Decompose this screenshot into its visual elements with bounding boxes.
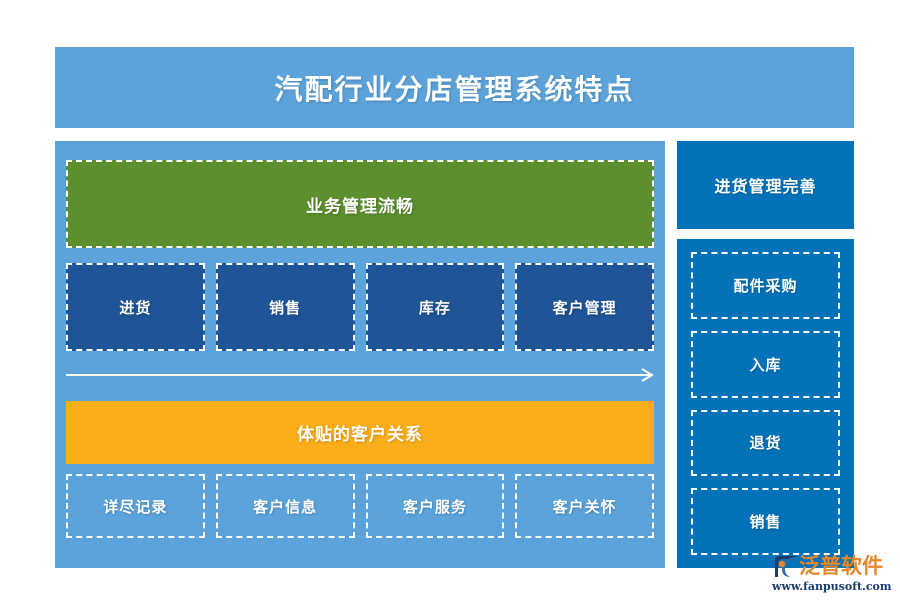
right-item-label: 销售	[749, 513, 782, 532]
process-cell-purchase[interactable]: 进货	[66, 263, 205, 351]
process-row: 进货 销售 库存 客户管理	[66, 263, 654, 351]
detail-cell-label: 客户关怀	[552, 497, 617, 516]
detail-cell-detailed-records[interactable]: 详尽记录	[66, 474, 205, 538]
process-cell-sales[interactable]: 销售	[215, 263, 355, 351]
header-banner: 汽配行业分店管理系统特点	[55, 47, 854, 128]
detail-cell-customer-info[interactable]: 客户信息	[215, 474, 355, 538]
right-item-label: 入库	[749, 355, 782, 374]
orange-band-label: 体贴的客户关系	[297, 425, 423, 445]
orange-band-customer-relations: 体贴的客户关系	[66, 401, 654, 464]
watermark-brand-name: 泛普软件	[799, 553, 883, 578]
right-panel-header-label: 进货管理完善	[714, 177, 817, 196]
detail-cell-label: 客户信息	[253, 497, 318, 516]
right-item-returns[interactable]: 退货	[691, 409, 840, 477]
watermark-url: www.fanpusoft.com	[772, 579, 892, 593]
right-item-warehousing[interactable]: 入库	[691, 330, 840, 398]
process-cell-label: 库存	[418, 298, 451, 317]
right-item-label: 退货	[749, 434, 782, 453]
green-band-label: 业务管理流畅	[306, 196, 414, 217]
detail-cell-label: 详尽记录	[103, 497, 168, 516]
detail-row: 详尽记录 客户信息 客户服务 客户关怀	[66, 474, 654, 538]
process-cell-label: 进货	[119, 298, 152, 317]
right-item-parts-procurement[interactable]: 配件采购	[691, 252, 840, 319]
watermark-top-row: 泛普软件	[772, 553, 894, 580]
detail-cell-customer-service[interactable]: 客户服务	[365, 474, 505, 538]
page-title: 汽配行业分店管理系统特点	[274, 72, 635, 106]
detail-cell-label: 客户服务	[402, 497, 467, 516]
right-panel: 配件采购 入库 退货 销售	[677, 239, 854, 568]
fanpu-logo-icon	[775, 555, 796, 577]
right-panel-header: 进货管理完善	[677, 141, 854, 229]
process-cell-label: 客户管理	[552, 298, 617, 317]
right-item-sales[interactable]: 销售	[691, 488, 840, 555]
green-band-business-management: 业务管理流畅	[66, 160, 654, 248]
watermark-logo: 泛普软件 www.fanpusoft.com	[772, 551, 894, 594]
flow-arrow-icon	[66, 368, 654, 382]
detail-cell-customer-care[interactable]: 客户关怀	[515, 474, 654, 538]
right-item-label: 配件采购	[733, 276, 798, 295]
main-panel: 业务管理流畅 进货 销售 库存 客户管理 体贴的客户关系 详尽记录	[55, 141, 665, 568]
process-cell-customer-management[interactable]: 客户管理	[515, 263, 654, 351]
process-cell-inventory[interactable]: 库存	[365, 263, 505, 351]
process-cell-label: 销售	[269, 298, 302, 317]
